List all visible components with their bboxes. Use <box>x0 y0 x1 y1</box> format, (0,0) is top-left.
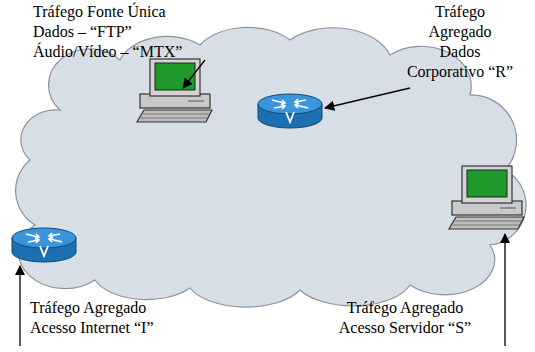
callout-label: Acesso Internet “I” <box>30 318 154 338</box>
leader-arrow <box>504 234 505 346</box>
leader-arrow <box>183 60 205 88</box>
callout-label: Corporativo “R” <box>407 62 513 82</box>
callout-label: Tráfego Fonte Única <box>33 2 166 22</box>
callout-label: Tráfego <box>435 2 485 22</box>
leader-arrow <box>19 266 20 346</box>
computer-icon <box>449 166 524 229</box>
network-cloud <box>16 27 526 307</box>
callout-label: Dados – “FTP” <box>33 22 132 42</box>
callout-label: Acesso Servidor “S” <box>339 318 471 338</box>
callout-label: Tráfego Agregado <box>30 298 146 318</box>
callout-label: Áudio/Vídeo – “MTX” <box>33 42 182 62</box>
router-icon <box>12 228 76 262</box>
callout-label: Tráfego Agregado <box>347 298 463 318</box>
computer-icon <box>137 59 212 122</box>
leader-arrow <box>325 88 410 108</box>
callout-label: Agregado <box>428 22 491 42</box>
callout-label: Dados <box>440 42 481 62</box>
router-icon <box>258 94 322 128</box>
